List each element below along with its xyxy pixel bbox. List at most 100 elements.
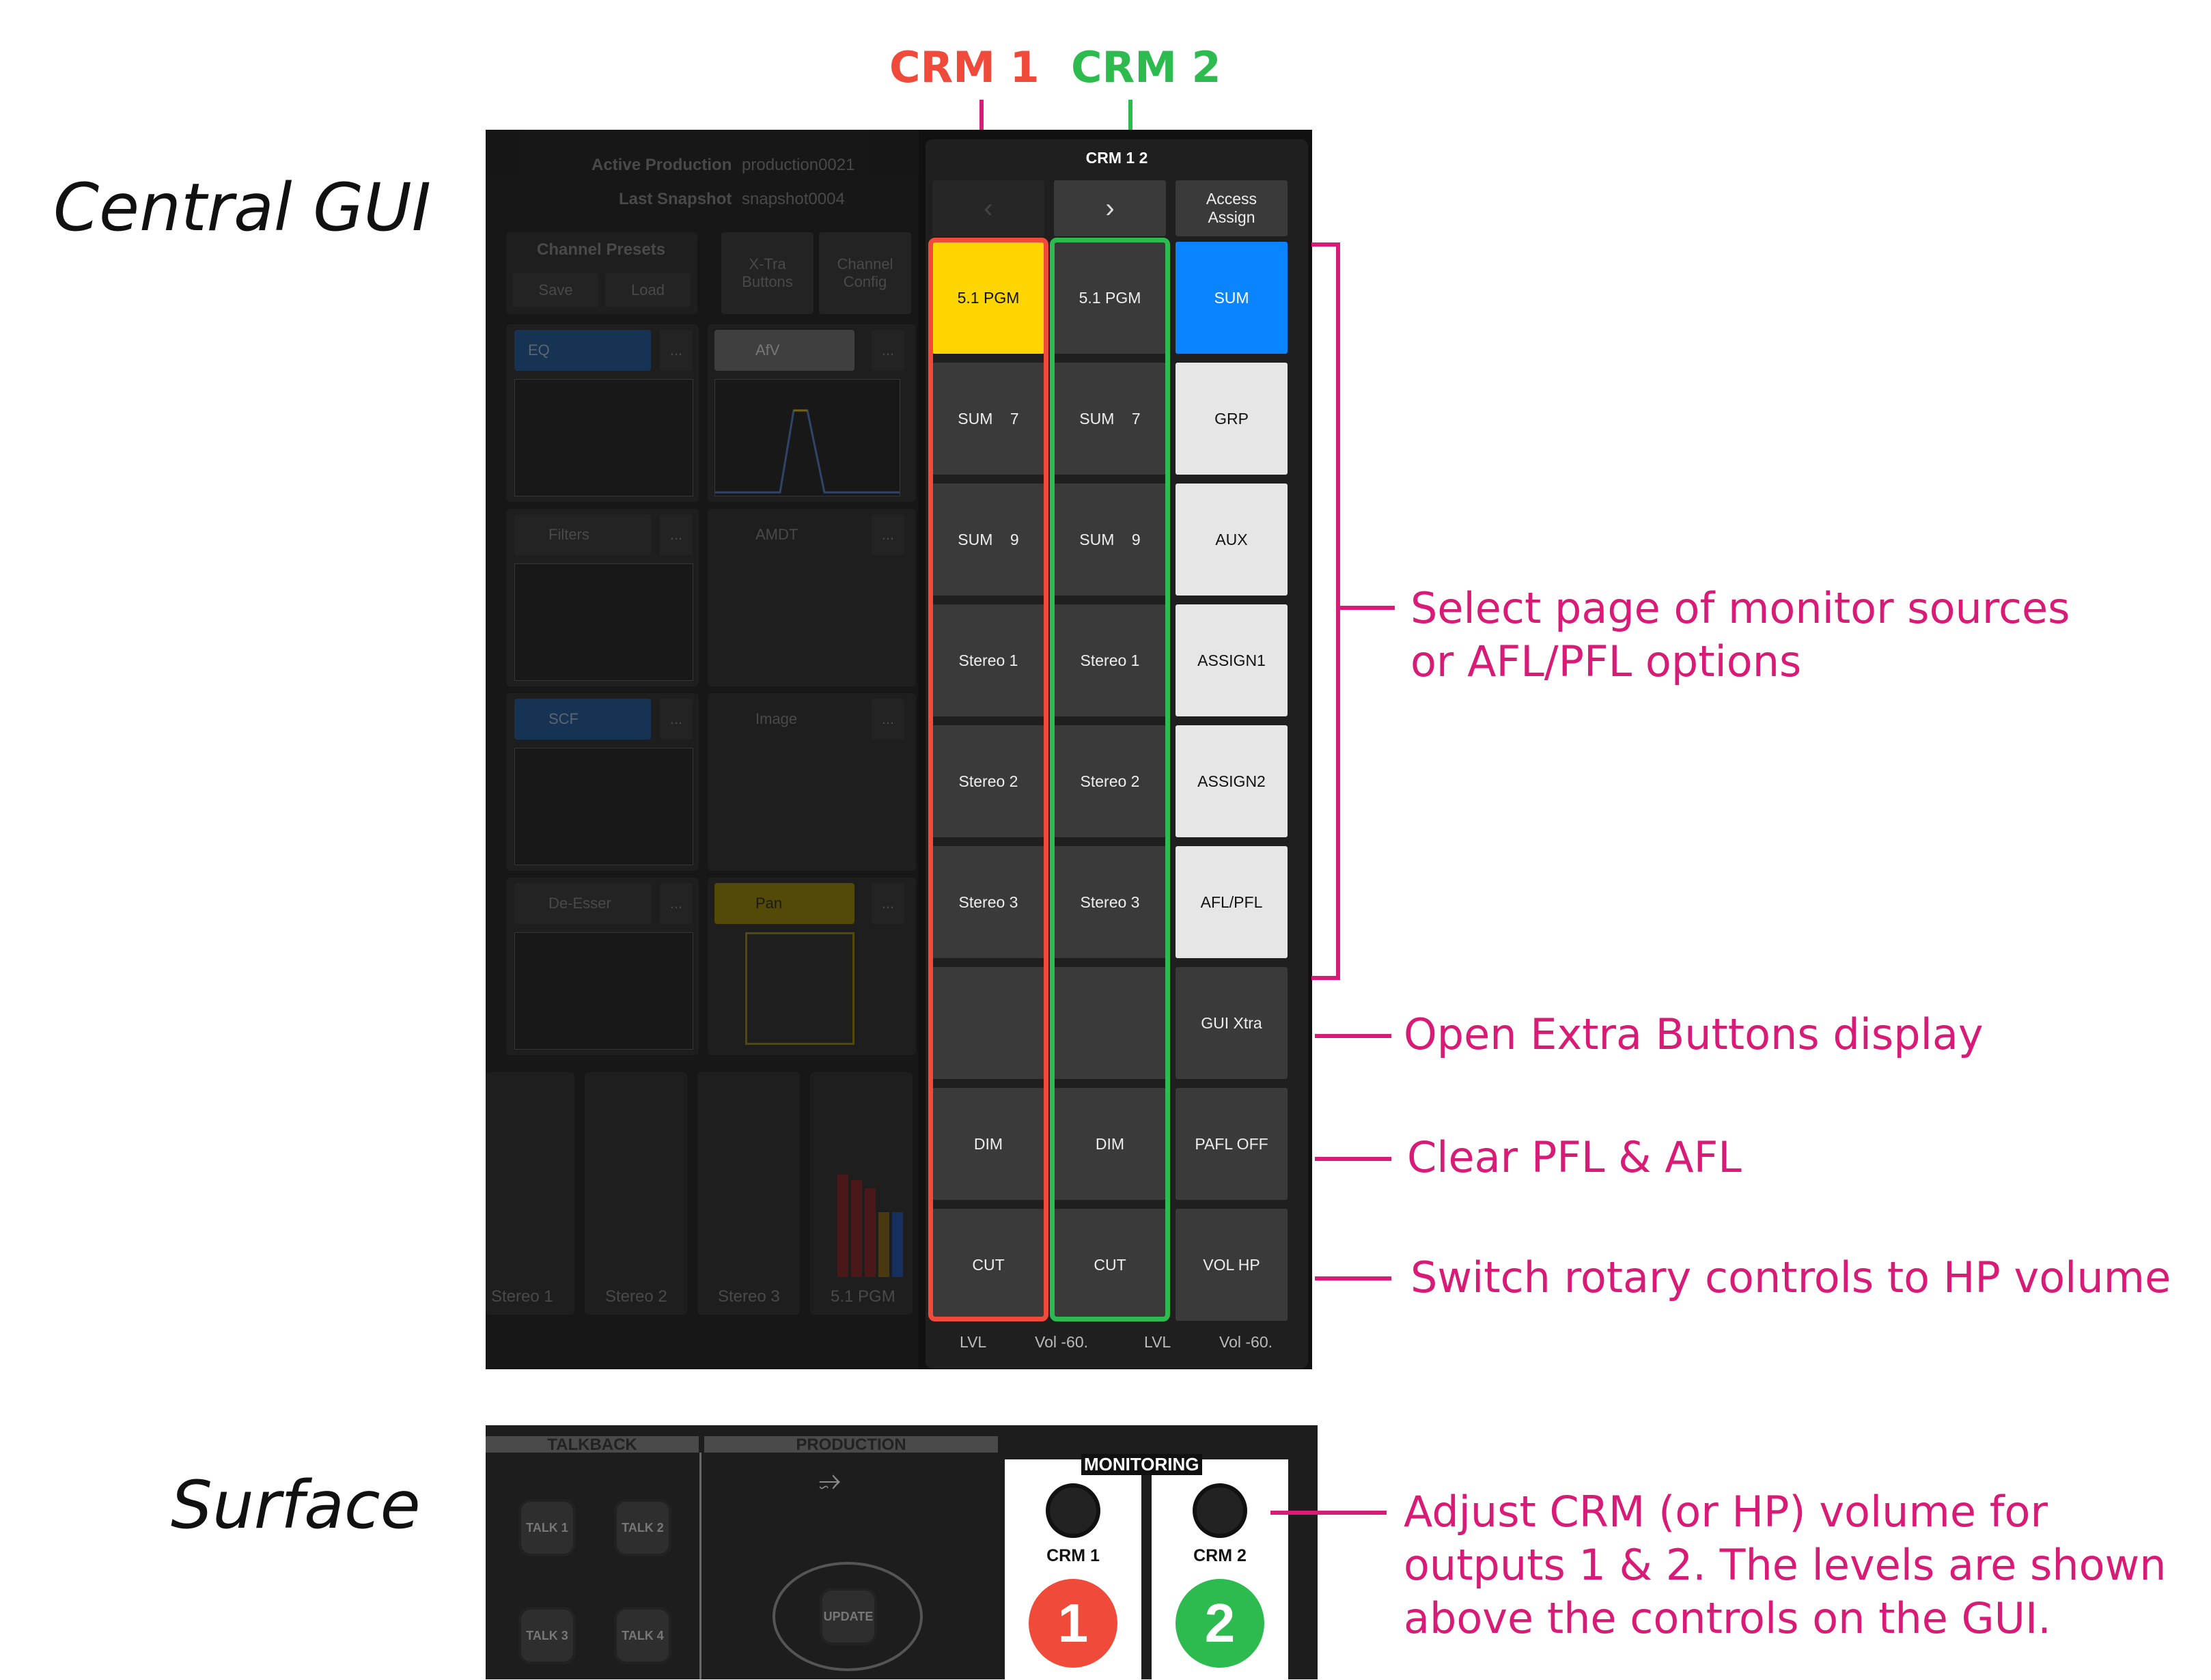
filters-module[interactable]: Filters ...	[506, 509, 699, 686]
next-page-button[interactable]: ›	[1054, 180, 1166, 236]
crm2-volume-knob[interactable]	[1193, 1483, 1247, 1538]
preset-load-button[interactable]: Load	[605, 273, 691, 307]
crm2-sum-7-button[interactable]: SUM 7	[1054, 363, 1166, 475]
meter-5-1-pgm: 5.1 PGM	[810, 1072, 913, 1315]
eq-graph	[514, 379, 693, 496]
crm2-stereo-2-button[interactable]: Stereo 2	[1054, 725, 1166, 837]
prev-page-button[interactable]: ‹	[932, 180, 1044, 236]
annotation-adjust-line3: above the controls on the GUI.	[1404, 1593, 2052, 1643]
talk-2-button[interactable]: TALK 2	[617, 1502, 669, 1554]
amdt-module[interactable]: AMDT ...	[708, 509, 916, 686]
meter-name: Stereo 2	[605, 1287, 667, 1306]
crm2-header: CRM 2	[1071, 42, 1221, 92]
crm2-cut-button[interactable]: CUT	[1054, 1209, 1166, 1321]
crm1-sum-9-button[interactable]: SUM 9	[932, 484, 1044, 596]
monitor-panel: CRM 1 2 ‹ › Access Assign 5.1 PGM SUM 7 …	[926, 139, 1308, 1369]
central-gui-label: Central GUI	[53, 169, 432, 246]
update-button[interactable]: UPDATE	[822, 1591, 874, 1642]
crm1-stereo-3-button[interactable]: Stereo 3	[932, 846, 1044, 958]
crm1-5-1-pgm-button[interactable]: 5.1 PGM	[932, 242, 1044, 354]
crm1-lvl-label: LVL	[960, 1333, 987, 1351]
deesser-graph	[514, 932, 693, 1050]
sum-page-button[interactable]: SUM	[1176, 242, 1288, 354]
crm1-cut-button[interactable]: CUT	[932, 1209, 1044, 1321]
image-module[interactable]: Image ...	[708, 693, 916, 871]
afv-module[interactable]: AfV ...	[708, 324, 916, 502]
pan-module[interactable]: Pan ...	[708, 878, 916, 1055]
afv-label: AfV	[755, 341, 780, 359]
crm2-dim-button[interactable]: DIM	[1054, 1088, 1166, 1200]
section-divider	[699, 1453, 701, 1679]
crm1-stereo-2-button[interactable]: Stereo 2	[932, 725, 1044, 837]
monitoring-title: MONITORING	[1081, 1454, 1202, 1475]
crm2-stereo-1-button[interactable]: Stereo 1	[1054, 604, 1166, 716]
annotation-vol-hp: Switch rotary controls to HP volume	[1410, 1252, 2171, 1302]
afv-more-button[interactable]: ...	[872, 330, 904, 371]
filters-button[interactable]: Filters	[514, 514, 651, 555]
image-button[interactable]: Image	[714, 699, 854, 740]
annotation-select-page-line1: Select page of monitor sources	[1410, 583, 2070, 633]
channel-config-button[interactable]: Channel Config	[819, 232, 911, 314]
talk-1-button[interactable]: TALK 1	[521, 1502, 573, 1554]
chevron-left-icon: ‹	[984, 193, 993, 223]
filters-label: Filters	[548, 526, 589, 543]
filters-graph	[514, 563, 693, 681]
assign1-page-button[interactable]: ASSIGN1	[1176, 604, 1288, 716]
crm1-stereo-1-button[interactable]: Stereo 1	[932, 604, 1044, 716]
pan-button[interactable]: Pan	[714, 883, 854, 924]
grp-page-button[interactable]: GRP	[1176, 363, 1288, 475]
pafl-off-pointer	[1315, 1157, 1391, 1161]
eq-module[interactable]: EQ ...	[506, 324, 699, 502]
scf-button[interactable]: SCF	[514, 699, 651, 740]
deesser-module[interactable]: De-Esser ...	[506, 878, 699, 1055]
xtra-buttons-button[interactable]: X-Tra Buttons	[721, 232, 814, 314]
active-production-value: production0021	[742, 156, 855, 174]
meter-stereo-3: Stereo 3	[697, 1072, 800, 1315]
talk-3-button[interactable]: TALK 3	[521, 1610, 573, 1662]
afv-button[interactable]: AfV	[714, 330, 854, 371]
preset-save-button[interactable]: Save	[513, 273, 598, 307]
amdt-more-button[interactable]: ...	[872, 514, 904, 555]
eq-more-button[interactable]: ...	[660, 330, 693, 371]
crm2-column-outline	[1050, 238, 1170, 1321]
page-bracket-vertical	[1336, 242, 1340, 980]
surface-label: Surface	[171, 1467, 421, 1543]
pafl-off-button[interactable]: PAFL OFF	[1176, 1088, 1288, 1200]
crm1-sum-7-button[interactable]: SUM 7	[932, 363, 1044, 475]
vol-hp-button[interactable]: VOL HP	[1176, 1209, 1288, 1321]
pan-more-button[interactable]: ...	[872, 883, 904, 924]
crm2-stereo-3-button[interactable]: Stereo 3	[1054, 846, 1166, 958]
talk-4-button[interactable]: TALK 4	[617, 1610, 669, 1662]
eq-label: EQ	[528, 341, 550, 359]
image-label: Image	[755, 710, 798, 727]
crm1-volume-knob[interactable]	[1046, 1483, 1100, 1538]
annotation-select-page-line2: or AFL/PFL options	[1410, 636, 1802, 686]
eq-button[interactable]: EQ	[514, 330, 651, 371]
gui-xtra-button[interactable]: GUI Xtra	[1176, 967, 1288, 1079]
afl-pfl-page-button[interactable]: AFL/PFL	[1176, 846, 1288, 958]
scf-module[interactable]: SCF ...	[506, 693, 699, 871]
image-more-button[interactable]: ...	[872, 699, 904, 740]
deesser-more-button[interactable]: ...	[660, 883, 693, 924]
filters-more-button[interactable]: ...	[660, 514, 693, 555]
crm2-empty-button[interactable]	[1054, 967, 1166, 1079]
deesser-button[interactable]: De-Esser	[514, 883, 651, 924]
aux-page-button[interactable]: AUX	[1176, 484, 1288, 596]
crm2-sum-9-button[interactable]: SUM 9	[1054, 484, 1166, 596]
meter-name: 5.1 PGM	[831, 1287, 895, 1306]
chevron-right-icon: ›	[1105, 193, 1115, 223]
meter-bar	[837, 1175, 848, 1277]
access-assign-button[interactable]: Access Assign	[1176, 180, 1288, 236]
page-bracket-top	[1311, 242, 1340, 247]
crm1-empty-button[interactable]	[932, 967, 1044, 1079]
meter-bar	[865, 1188, 876, 1277]
channel-presets-title: Channel Presets	[537, 240, 666, 259]
amdt-button[interactable]: AMDT	[714, 514, 854, 555]
scf-label: SCF	[548, 710, 579, 727]
crm1-header: CRM 1	[889, 42, 1040, 92]
assign2-page-button[interactable]: ASSIGN2	[1176, 725, 1288, 837]
scf-more-button[interactable]: ...	[660, 699, 693, 740]
active-production-label: Active Production	[592, 156, 732, 174]
crm2-5-1-pgm-button[interactable]: 5.1 PGM	[1054, 242, 1166, 354]
crm1-dim-button[interactable]: DIM	[932, 1088, 1044, 1200]
